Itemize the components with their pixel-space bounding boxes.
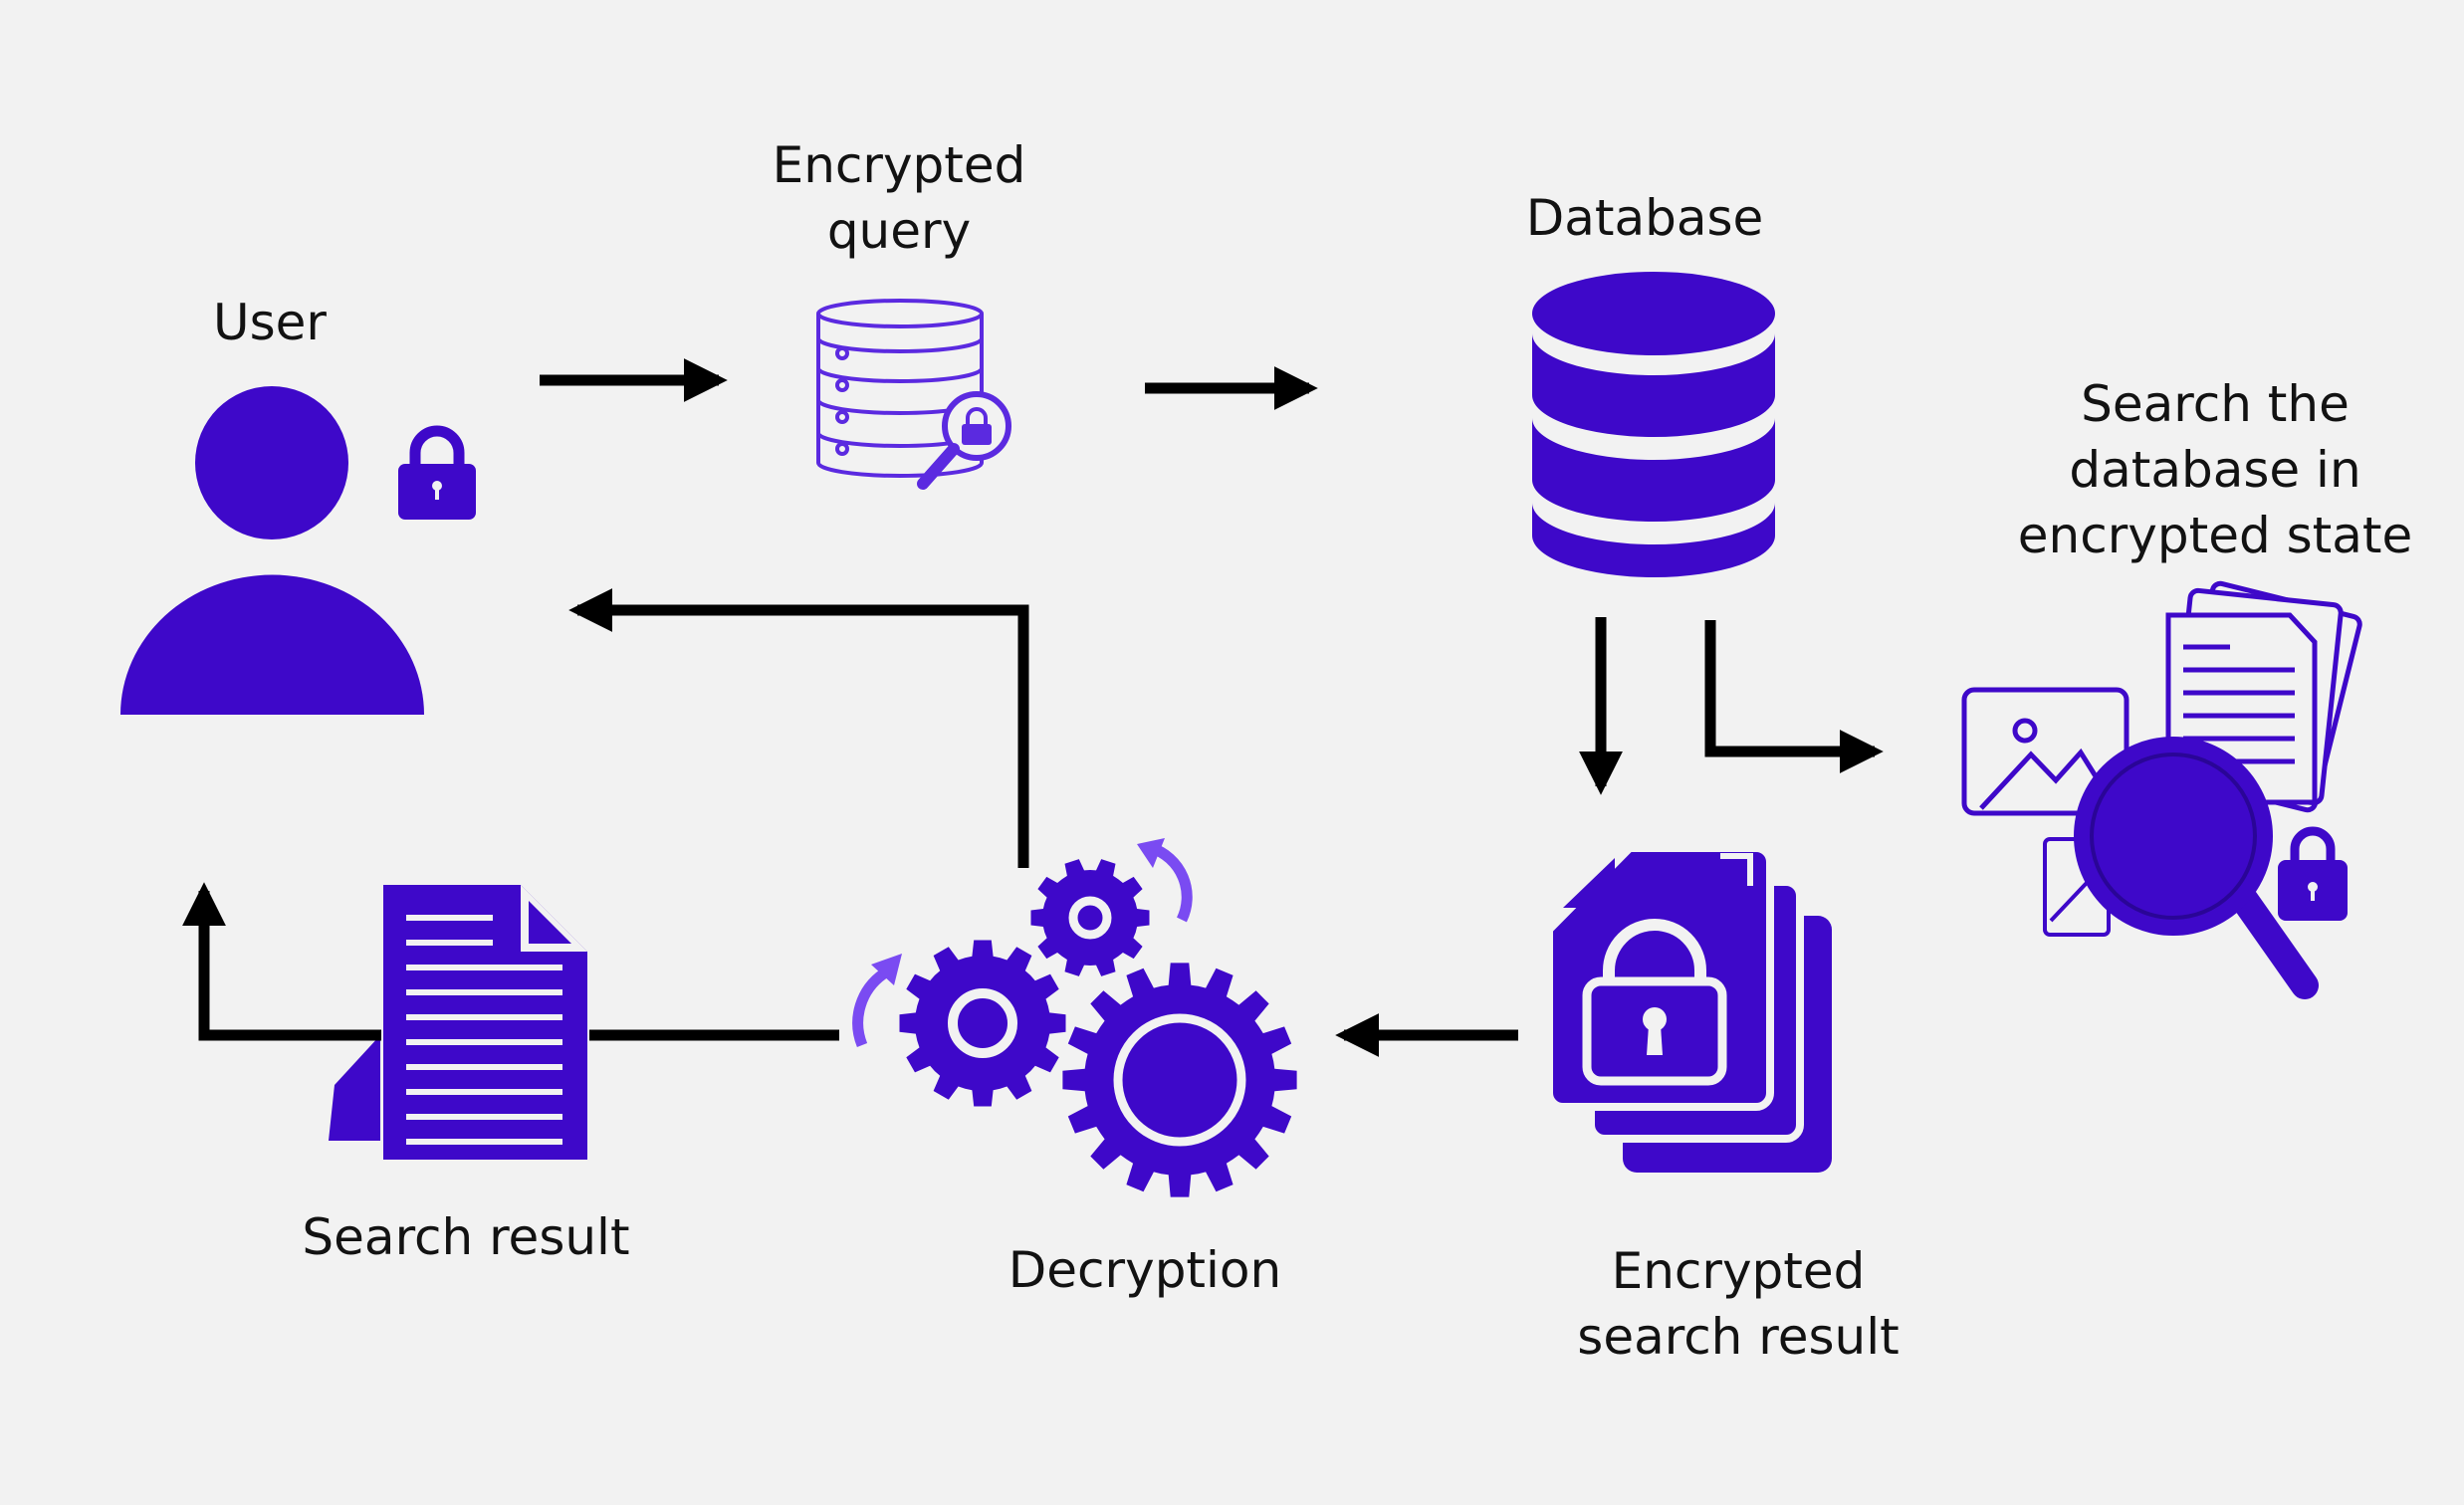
locked-documents-icon (1545, 844, 1832, 1173)
server-lock-search-icon (816, 299, 1011, 490)
label-search-result: Search result (302, 1204, 629, 1270)
database-icon (1532, 272, 1775, 577)
label-search-encrypted-line-2: database in (2069, 441, 2361, 499)
arrow-database-to-encrypted-search (1704, 620, 1884, 773)
label-encrypted-result-line-2: search result (1577, 1308, 1900, 1366)
label-encrypted-result-line-1: Encrypted (1611, 1242, 1866, 1300)
encrypted-search-icon (1961, 580, 2362, 999)
medium-gear-icon (899, 940, 1066, 1107)
user-lock-icon (398, 425, 476, 520)
small-gear-icon (1030, 859, 1150, 976)
label-decryption-line-1: Decryption (1008, 1241, 1282, 1299)
label-user: User (213, 290, 327, 355)
label-database: Database (1526, 185, 1764, 251)
label-encrypted-query-line-2: query (826, 202, 972, 260)
arrow-decryption-to-user (568, 588, 1029, 868)
label-encrypted-query-line-1: Encrypted (772, 136, 1026, 194)
large-gear-icon (1062, 963, 1297, 1197)
label-encrypted-result: Encrypted search result (1577, 1238, 1899, 1370)
label-search-encrypted: Search the database in encrypted state (2018, 371, 2412, 568)
label-search-encrypted-line-1: Search the (2081, 375, 2350, 433)
gears-icon (852, 838, 1297, 1197)
document-icon (329, 885, 587, 1160)
label-decryption: Decryption (1008, 1237, 1281, 1303)
label-encrypted-query: Encrypted query (773, 132, 1026, 264)
label-user-line-1: User (213, 294, 327, 351)
label-search-encrypted-line-3: encrypted state (2017, 507, 2413, 564)
label-search-result-line-1: Search result (302, 1208, 630, 1266)
arrow-search-result-to-user (182, 882, 381, 1041)
user-icon (120, 386, 424, 715)
label-database-line-1: Database (1525, 189, 1764, 247)
